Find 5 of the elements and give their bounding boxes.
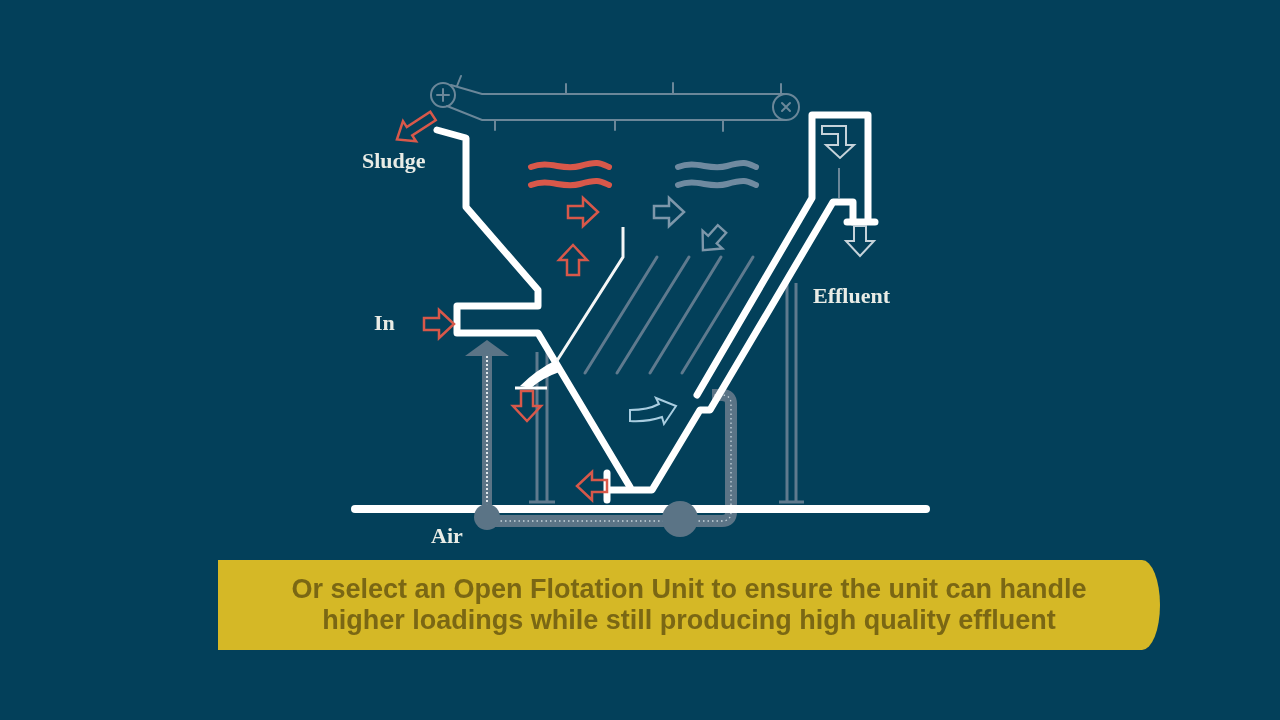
part-label: Sludge [362,150,426,172]
caption-text: Or select an Open Flotation Unit to ensure the unit can handle higher loadings while still producing high quality effluent [290,574,1088,636]
part-label: Air [431,525,463,547]
part-label: In [374,312,395,334]
part-label: Effluent [813,285,890,307]
